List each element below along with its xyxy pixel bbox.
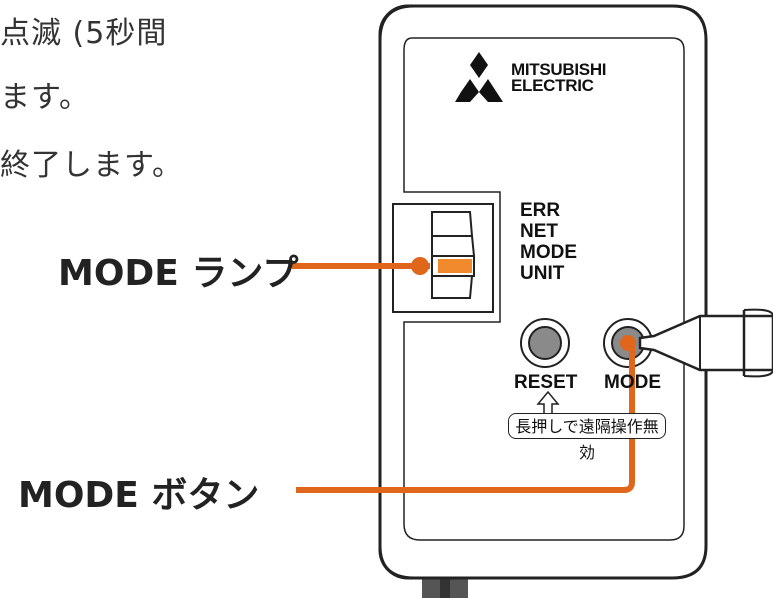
mode-button-label: MODE (604, 372, 661, 393)
lamp-label-unit: UNIT (520, 263, 565, 284)
stylus-icon (638, 308, 773, 378)
brand-name: MITSUBISHI ELECTRIC (511, 60, 607, 95)
instruction-line-1: 点滅 (5秒間 (0, 16, 168, 51)
inner-panel (403, 37, 685, 541)
mode-lamp (438, 259, 472, 273)
instruction-line-3: 終了します。 (0, 148, 183, 183)
brand-line-1: MITSUBISHI (511, 60, 607, 79)
instruction-line-2: ます。 (0, 80, 90, 115)
mitsubishi-logo-icon (455, 52, 503, 102)
reset-label: RESET (514, 372, 578, 393)
mode-lamp-callout-line (292, 257, 430, 275)
lamp-slats (431, 211, 476, 299)
lamp-label-err: ERR (520, 200, 561, 221)
lamp-label-mode: MODE (520, 242, 577, 263)
reset-button[interactable] (528, 326, 562, 360)
lamp-labels: ERR NET MODE UNIT (520, 200, 577, 284)
lamp-label-net: NET (520, 221, 558, 242)
mode-button-callout-line (296, 335, 636, 493)
mode-button-callout: MODE ボタン (18, 475, 260, 516)
brand-line-2: ELECTRIC (511, 76, 594, 95)
reset-note-box: 長押しで遠隔操作無効 (508, 413, 666, 462)
mode-lamp-callout: MODE ランプ (58, 253, 299, 294)
